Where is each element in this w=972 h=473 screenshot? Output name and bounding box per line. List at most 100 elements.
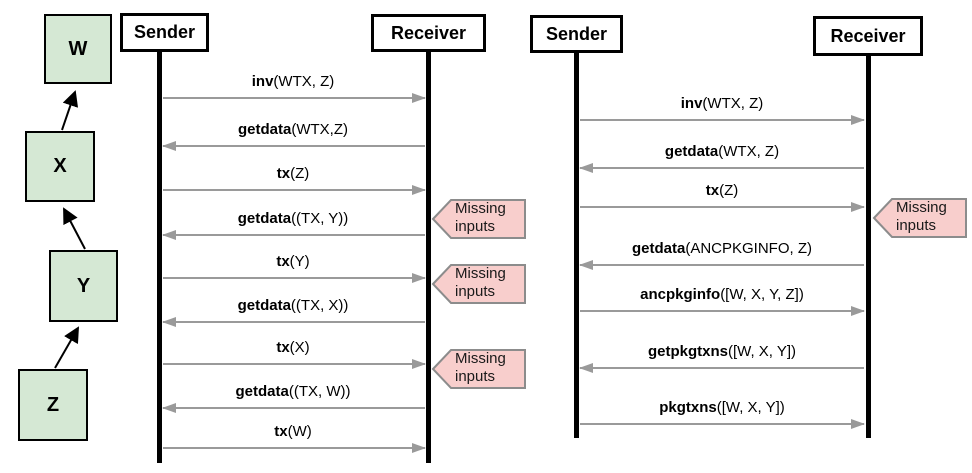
missing-inputs-line2: inputs bbox=[455, 368, 496, 385]
missing-inputs-line1: Missing bbox=[896, 199, 947, 216]
message-label: getdata((TX, W)) bbox=[236, 383, 351, 400]
message-args: (Z) bbox=[290, 165, 310, 182]
message-args: ([W, X, Y]) bbox=[716, 399, 785, 416]
message-arrow bbox=[163, 93, 426, 103]
arrowhead-icon bbox=[412, 443, 426, 453]
sender-box: Sender bbox=[120, 13, 209, 52]
message-name: tx bbox=[705, 182, 720, 199]
message-name: tx bbox=[276, 165, 291, 182]
message-args: (ANCPKGINFO, Z) bbox=[685, 240, 813, 257]
arrowhead-icon bbox=[412, 359, 426, 369]
message-name: pkgtxns bbox=[659, 399, 717, 416]
message-name: getdata bbox=[664, 143, 719, 160]
message-arrow bbox=[580, 115, 865, 125]
missing-inputs-line2: inputs bbox=[896, 217, 937, 234]
arrowhead-icon bbox=[579, 363, 593, 373]
message-label: getpkgtxns([W, X, Y]) bbox=[648, 343, 796, 360]
message-args: (WTX, Z) bbox=[273, 73, 335, 90]
message-label: inv(WTX, Z) bbox=[252, 73, 335, 90]
message-name: tx bbox=[274, 423, 288, 440]
message-label: getdata(ANCPKGINFO, Z) bbox=[632, 240, 812, 257]
message-label: getdata((TX, X)) bbox=[238, 297, 349, 314]
message-args: (Z) bbox=[719, 182, 739, 199]
missing-tag-shape bbox=[431, 264, 526, 304]
tx-node-y: Y bbox=[49, 250, 118, 322]
message-label: tx(W) bbox=[274, 423, 312, 440]
message-label: tx(Y) bbox=[276, 253, 309, 270]
message-args: ([W, X, Y]) bbox=[727, 343, 797, 360]
message-name: inv bbox=[680, 95, 703, 112]
tx-node-w: W bbox=[44, 14, 112, 84]
message-name: getdata bbox=[238, 121, 292, 138]
message-arrow bbox=[162, 141, 425, 151]
missing-tag-shape bbox=[872, 198, 967, 238]
sender-box: Sender bbox=[530, 15, 623, 53]
message-args: ([W, X, Y, Z]) bbox=[720, 286, 804, 303]
message-args: (X) bbox=[289, 339, 310, 356]
message-name: getdata bbox=[237, 297, 291, 314]
missing-tag-shape bbox=[431, 199, 526, 239]
message-arrow bbox=[579, 260, 864, 270]
message-arrow bbox=[579, 163, 864, 173]
message-arrow bbox=[579, 363, 864, 373]
message-name: getdata bbox=[237, 210, 292, 227]
message-label: tx(Z) bbox=[706, 182, 739, 199]
message-name: getdata bbox=[235, 383, 289, 400]
message-arrow bbox=[162, 230, 425, 240]
message-args: ((TX, X)) bbox=[290, 297, 349, 314]
message-label: tx(Z) bbox=[277, 165, 310, 182]
message-label: ancpkginfo([W, X, Y, Z]) bbox=[640, 286, 804, 303]
message-label: getdata(WTX,Z) bbox=[238, 121, 348, 138]
arrowhead-icon bbox=[579, 163, 593, 173]
arrowhead-icon bbox=[579, 260, 593, 270]
message-name: tx bbox=[276, 253, 290, 270]
message-args: (WTX,Z) bbox=[291, 121, 348, 138]
message-arrow bbox=[580, 202, 865, 212]
message-arrow bbox=[163, 443, 426, 453]
arrowhead-icon bbox=[162, 403, 176, 413]
sender-lifeline bbox=[574, 52, 579, 438]
dag-arrow-x-to-w bbox=[61, 90, 79, 131]
arrowhead-icon bbox=[851, 115, 865, 125]
message-args: (W) bbox=[287, 423, 312, 440]
message-label: pkgtxns([W, X, Y]) bbox=[659, 399, 785, 416]
arrowhead-icon bbox=[851, 306, 865, 316]
message-label: getdata((TX, Y)) bbox=[238, 210, 349, 227]
arrowhead-icon bbox=[162, 141, 176, 151]
message-arrow bbox=[163, 185, 426, 195]
message-args: (WTX, Z) bbox=[702, 95, 764, 112]
tx-node-x: X bbox=[25, 131, 95, 202]
missing-inputs-line2: inputs bbox=[455, 283, 496, 300]
missing-inputs-line2: inputs bbox=[455, 218, 496, 235]
message-label: inv(WTX, Z) bbox=[681, 95, 764, 112]
arrowhead-icon bbox=[412, 273, 426, 283]
tx-node-z: Z bbox=[18, 369, 88, 441]
missing-inputs-line1: Missing bbox=[455, 350, 506, 367]
message-arrow bbox=[580, 306, 865, 316]
message-arrow bbox=[163, 359, 426, 369]
arrowhead-icon bbox=[162, 317, 176, 327]
arrowhead-icon bbox=[162, 230, 176, 240]
missing-inputs-line1: Missing bbox=[455, 265, 506, 282]
message-arrow bbox=[162, 317, 425, 327]
message-args: (WTX, Z) bbox=[718, 143, 780, 160]
message-arrow bbox=[163, 273, 426, 283]
message-label: getdata(WTX, Z) bbox=[665, 143, 779, 160]
missing-tag-shape bbox=[431, 349, 526, 389]
message-args: ((TX, W)) bbox=[288, 383, 351, 400]
receiver-lifeline bbox=[866, 55, 871, 438]
message-name: getdata bbox=[631, 240, 686, 257]
missing-inputs-line1: Missing bbox=[455, 200, 506, 217]
message-arrow bbox=[162, 403, 425, 413]
message-args: (Y) bbox=[289, 253, 310, 270]
message-args: ((TX, Y)) bbox=[291, 210, 349, 227]
